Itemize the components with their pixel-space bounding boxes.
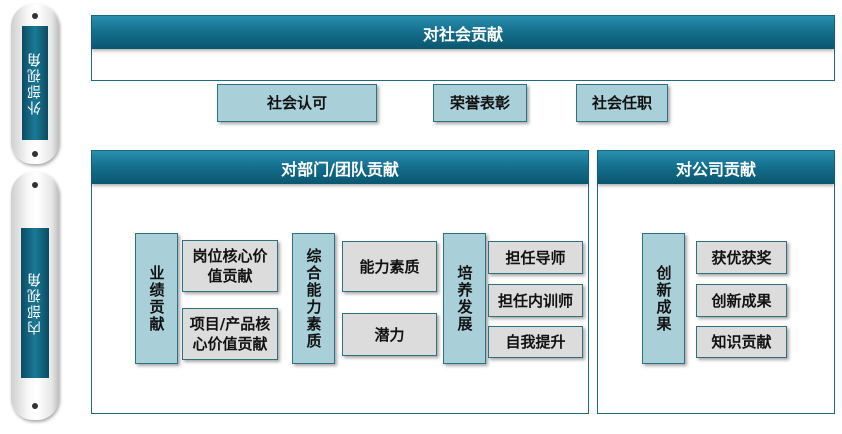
department-contribution-title: 对部门/团队贡献 [92, 151, 588, 184]
pill-bottom-dot [32, 403, 38, 409]
innovation-category-label: 创新成果 [654, 264, 673, 333]
social-position-box: 社会任职 [576, 84, 668, 122]
performance-category-label: 业绩贡献 [147, 264, 166, 333]
post-core-value-box: 岗位核心价值贡献 [182, 240, 278, 292]
society-contribution-title: 对社会贡献 [92, 16, 834, 49]
pill-bottom-dot [32, 151, 38, 157]
development-category-box: 培养发展 [443, 233, 486, 364]
honor-award-box: 荣誉表彰 [433, 84, 527, 122]
performance-category-box: 业绩贡献 [135, 233, 178, 364]
social-recognition-box: 社会认可 [217, 84, 377, 122]
quality-category-label: 综合能力素质 [304, 247, 323, 350]
pill-top-dot [32, 182, 38, 188]
pill-top-dot [32, 13, 38, 19]
ability-box: 能力素质 [342, 241, 437, 292]
external-perspective-band: 外部视角 [22, 26, 48, 140]
award-winning-box: 获优获奖 [696, 241, 787, 274]
innovation-result-box: 创新成果 [696, 284, 787, 317]
project-core-value-box: 项目/产品核心价值贡献 [182, 308, 278, 360]
mentor-box: 担任导师 [488, 241, 583, 274]
company-contribution-title: 对公司贡献 [598, 151, 834, 184]
development-category-label: 培养发展 [455, 264, 474, 333]
external-perspective-pill: 外部视角 [11, 4, 59, 164]
self-improvement-box: 自我提升 [488, 326, 583, 358]
internal-perspective-band: 内部视角 [21, 228, 49, 378]
internal-trainer-box: 担任内训师 [488, 284, 583, 317]
company-contribution-panel: 对公司贡献 [597, 150, 835, 414]
innovation-category-box: 创新成果 [642, 233, 685, 364]
knowledge-contribution-box: 知识贡献 [696, 326, 787, 358]
quality-category-box: 综合能力素质 [292, 233, 335, 364]
external-perspective-label: 外部视角 [27, 51, 43, 115]
potential-box: 潜力 [342, 313, 437, 356]
internal-perspective-label: 内部视角 [27, 271, 43, 335]
society-contribution-panel: 对社会贡献 [91, 15, 835, 81]
internal-perspective-pill: 内部视角 [11, 172, 59, 420]
